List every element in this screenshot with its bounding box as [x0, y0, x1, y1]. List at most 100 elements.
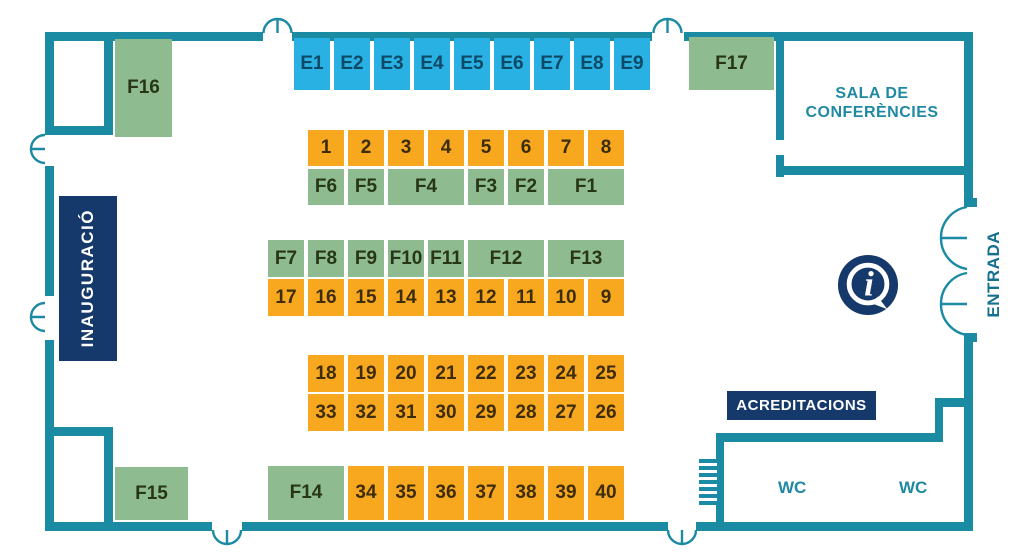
sala-line1: SALA DE	[835, 85, 909, 102]
booth-21[interactable]: 21	[428, 355, 464, 392]
booth-15[interactable]: 15	[348, 279, 384, 316]
booth-f1[interactable]: F1	[548, 169, 624, 205]
booth-f10[interactable]: F10	[388, 240, 424, 277]
booth-34[interactable]: 34	[348, 466, 384, 520]
wall-wc-step-horizontal	[935, 398, 973, 407]
booth-6[interactable]: 6	[508, 130, 544, 166]
booth-12[interactable]: 12	[468, 279, 504, 316]
wall-conference-left	[776, 32, 784, 140]
booth-31[interactable]: 31	[388, 394, 424, 431]
wall-wc-top	[716, 433, 943, 442]
booth-f2[interactable]: F2	[508, 169, 544, 205]
stairs-icon	[699, 459, 717, 505]
wall-top-2	[292, 32, 652, 41]
booth-f7[interactable]: F7	[268, 240, 304, 277]
wall-right-1	[964, 32, 973, 205]
wall-wc-step-vertical	[935, 398, 943, 442]
booth-3[interactable]: 3	[388, 130, 424, 166]
booth-40[interactable]: 40	[588, 466, 624, 520]
booth-19[interactable]: 19	[348, 355, 384, 392]
wall-entrance-jog-bottom	[964, 333, 977, 342]
wall-entrance-jog-top	[964, 198, 977, 207]
wall-top-3	[684, 32, 973, 41]
booth-23[interactable]: 23	[508, 355, 544, 392]
booth-e7[interactable]: E7	[534, 38, 570, 90]
booth-32[interactable]: 32	[348, 394, 384, 431]
booth-30[interactable]: 30	[428, 394, 464, 431]
wc-right-label: WC	[899, 478, 928, 497]
booth-f5[interactable]: F5	[348, 169, 384, 205]
booth-f9[interactable]: F9	[348, 240, 384, 277]
entrada-label: ENTRADA	[982, 222, 1006, 327]
booth-1[interactable]: 1	[308, 130, 344, 166]
booth-14[interactable]: 14	[388, 279, 424, 316]
booth-f12[interactable]: F12	[468, 240, 544, 277]
booth-24[interactable]: 24	[548, 355, 584, 392]
booth-f17[interactable]: F17	[689, 37, 774, 90]
booth-28[interactable]: 28	[508, 394, 544, 431]
booth-20[interactable]: 20	[388, 355, 424, 392]
booth-13[interactable]: 13	[428, 279, 464, 316]
sala-line2: CONFERÈNCIES	[805, 104, 939, 121]
booth-18[interactable]: 18	[308, 355, 344, 392]
door-swing-icon	[652, 17, 683, 33]
booth-22[interactable]: 22	[468, 355, 504, 392]
booth-27[interactable]: 27	[548, 394, 584, 431]
booth-e6[interactable]: E6	[494, 38, 530, 90]
booth-7[interactable]: 7	[548, 130, 584, 166]
booth-33[interactable]: 33	[308, 394, 344, 431]
booth-10[interactable]: 10	[548, 279, 584, 316]
booth-36[interactable]: 36	[428, 466, 464, 520]
booth-f16[interactable]: F16	[115, 39, 172, 137]
booth-f4[interactable]: F4	[388, 169, 464, 205]
door-swing-icon	[667, 530, 697, 546]
booth-26[interactable]: 26	[588, 394, 624, 431]
wall-left-2	[45, 166, 54, 296]
booth-e5[interactable]: E5	[454, 38, 490, 90]
booth-4[interactable]: 4	[428, 130, 464, 166]
booth-8[interactable]: 8	[588, 130, 624, 166]
booth-f11[interactable]: F11	[428, 240, 464, 277]
wall-conference-bottom	[776, 166, 973, 175]
booth-f8[interactable]: F8	[308, 240, 344, 277]
wc-left-label: WC	[778, 478, 807, 497]
booth-39[interactable]: 39	[548, 466, 584, 520]
booth-16[interactable]: 16	[308, 279, 344, 316]
booth-38[interactable]: 38	[508, 466, 544, 520]
room-top-left	[45, 32, 113, 135]
booth-17[interactable]: 17	[268, 279, 304, 316]
booth-f14[interactable]: F14	[268, 466, 344, 520]
booth-f6[interactable]: F6	[308, 169, 344, 205]
booth-e2[interactable]: E2	[334, 38, 370, 90]
booth-5[interactable]: 5	[468, 130, 504, 166]
booth-f13[interactable]: F13	[548, 240, 624, 277]
booth-e8[interactable]: E8	[574, 38, 610, 90]
booth-e3[interactable]: E3	[374, 38, 410, 90]
booth-29[interactable]: 29	[468, 394, 504, 431]
booth-e4[interactable]: E4	[414, 38, 450, 90]
wall-bottom-2	[242, 522, 668, 531]
booth-2[interactable]: 2	[348, 130, 384, 166]
booth-9[interactable]: 9	[588, 279, 624, 316]
entrance-door-swing-icon	[939, 205, 968, 337]
booth-37[interactable]: 37	[468, 466, 504, 520]
booth-f3[interactable]: F3	[468, 169, 504, 205]
booth-e1[interactable]: E1	[294, 38, 330, 90]
acreditacions-label: ACREDITACIONS	[736, 397, 867, 414]
acreditacions-sign: ACREDITACIONS	[727, 391, 876, 420]
booth-11[interactable]: 11	[508, 279, 544, 316]
booth-25[interactable]: 25	[588, 355, 624, 392]
wall-top-1	[45, 32, 263, 41]
door-swing-icon	[211, 530, 243, 546]
room-bottom-left	[45, 427, 113, 531]
booth-e9[interactable]: E9	[614, 38, 650, 90]
conference-room-label: SALA DE CONFERÈNCIES	[780, 84, 964, 122]
booth-f15[interactable]: F15	[115, 467, 188, 520]
booth-35[interactable]: 35	[388, 466, 424, 520]
door-swing-icon	[29, 133, 45, 165]
info-icon[interactable]: i	[837, 254, 899, 316]
